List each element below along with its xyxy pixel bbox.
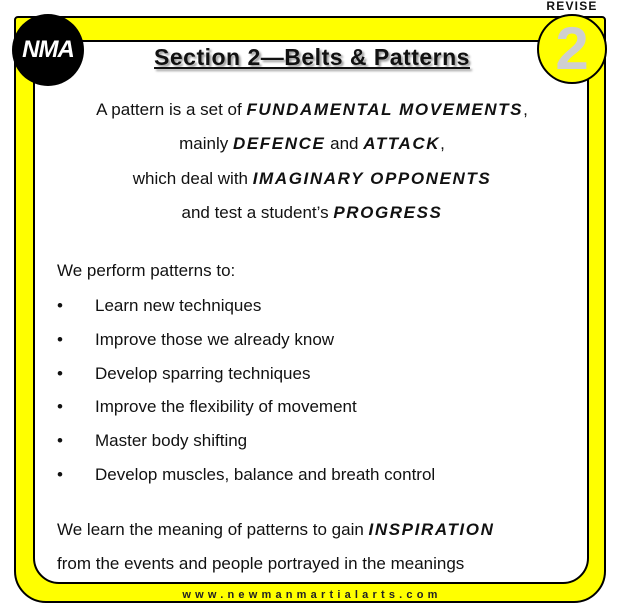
list-item-text: Improve the flexibility of movement [95,397,357,416]
revise-label: REVISE [546,0,598,13]
bullet-icon: • [57,465,63,484]
page-title: Section 2—Belts & Patterns [154,44,470,70]
revise-badge: 2 [537,14,607,84]
intro-line: and test a student’s PROGRESS [181,203,443,222]
website-url: www.newmanmartialarts.com [182,589,442,601]
list-item-text: Develop sparring techniques [95,364,311,383]
section-number: 2 [555,15,589,82]
intro-line: which deal with IMAGINARY OPPONENTS [132,169,492,188]
nma-logo: NMA [12,14,84,86]
logo-text: NMA [22,36,75,63]
bullet-icon: • [57,330,63,349]
bullet-icon: • [57,431,63,450]
bullet-icon: • [57,296,63,315]
intro-line: mainly DEFENCE and ATTACK, [179,134,445,153]
list-item-text: Improve those we already know [95,330,335,349]
list-item-text: Develop muscles, balance and breath cont… [95,465,436,484]
bullet-icon: • [57,397,63,416]
list-item-text: Master body shifting [95,431,248,450]
list-item-text: Learn new techniques [95,296,262,315]
content-panel [33,40,589,584]
closing-line: from the events and people portrayed in … [57,554,465,573]
intro-line: A pattern is a set of FUNDAMENTAL MOVEME… [96,100,528,119]
list-intro: We perform patterns to: [57,261,236,280]
closing-line: We learn the meaning of patterns to gain… [57,520,495,539]
bullet-icon: • [57,364,63,383]
